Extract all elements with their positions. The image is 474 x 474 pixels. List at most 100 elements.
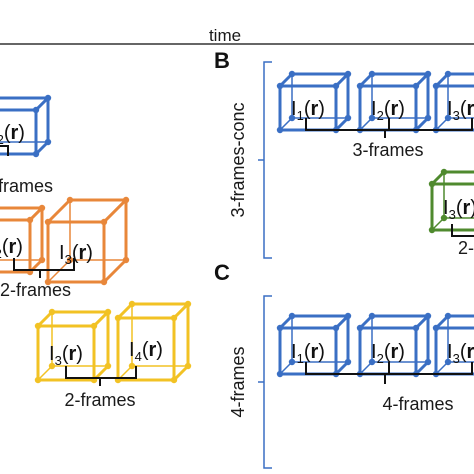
panel-c-cube-1: I1(r) [276, 312, 352, 378]
panel-b-row2-bracket [451, 224, 474, 237]
frame-label: I3(r) [447, 98, 474, 123]
cube-vertex [332, 82, 340, 90]
cube-vertex [44, 94, 52, 102]
cube-vertex [424, 70, 432, 78]
cube-vertex [276, 324, 284, 332]
cube-vertex [104, 308, 112, 316]
frame-label: I1(r) [291, 98, 325, 123]
panel-c-side-bracket [263, 295, 272, 469]
cube-vertex [444, 312, 452, 320]
cube-vertex [424, 358, 432, 366]
cube-vertex [122, 196, 130, 204]
cube-vertex [34, 322, 42, 330]
cube-vertex [38, 204, 46, 212]
panel-b-cube-3: I3(r) [432, 70, 474, 134]
cube-vertex [48, 308, 56, 316]
frame-label: I2(r) [371, 98, 405, 123]
panel-b-cube-2: I2(r) [356, 70, 432, 134]
cube-vertex [170, 376, 178, 384]
cube-vertex [288, 358, 296, 366]
cube-vertex [444, 358, 452, 366]
cube-side-face [92, 310, 110, 382]
cube-vertex [412, 82, 420, 90]
cube-vertex [122, 256, 130, 264]
cube-vertex [100, 218, 108, 226]
panel-c-row1-label: 4-frames [382, 394, 453, 414]
left-orange-bracket [13, 258, 75, 271]
cube-vertex [440, 214, 448, 222]
frame-label: I2(r) [0, 122, 25, 147]
cube-vertex [368, 358, 376, 366]
left-orange-label: 2-frames [0, 280, 71, 300]
cube-vertex [184, 300, 192, 308]
cube-vertex [432, 324, 440, 332]
cube-vertex [368, 114, 376, 122]
panel-b-side-bracket [263, 61, 272, 259]
cube-vertex [44, 218, 52, 226]
left-orange-cube-2: I3(r) [44, 196, 130, 286]
cube-side-face [34, 96, 50, 156]
cube-vertex [332, 324, 340, 332]
cube-vertex [66, 256, 74, 264]
cube-vertex [344, 114, 352, 122]
panel-c-cube-2: I2(r) [356, 312, 432, 378]
panel-c-letter: C [214, 260, 230, 285]
time-label: time [209, 26, 241, 45]
cube-vertex [276, 126, 284, 134]
cube-vertex [428, 226, 436, 234]
left-yellow-label: 2-frames [64, 390, 135, 410]
cube-vertex [170, 314, 178, 322]
cube-vertex [424, 312, 432, 320]
cube-vertex [288, 312, 296, 320]
cube-vertex [128, 362, 136, 370]
cube-vertex [428, 180, 436, 188]
panel-b-cube-1: I1(r) [276, 70, 352, 134]
cube-side-face [414, 314, 430, 376]
cube-vertex [356, 324, 364, 332]
cube-vertex [90, 322, 98, 330]
cube-vertex [104, 362, 112, 370]
cube-vertex [276, 82, 284, 90]
frame-label: I3(r) [59, 242, 93, 267]
left-orange-cube-1: I2(r) [0, 204, 46, 276]
cube-vertex [26, 216, 34, 224]
cube-vertex [66, 196, 74, 204]
cube-vertex [412, 324, 420, 332]
cube-vertex [424, 114, 432, 122]
cube-vertex [44, 138, 52, 146]
panel-b-side-label: 3-frames-conc [228, 102, 248, 217]
cube-side-face [172, 302, 190, 382]
cube-vertex [356, 82, 364, 90]
cube-vertex [34, 376, 42, 384]
cube-top-face [434, 72, 474, 88]
cube-top-face [430, 170, 474, 186]
frame-label: I2(r) [0, 236, 23, 261]
cube-vertex [368, 70, 376, 78]
cube-vertex [440, 168, 448, 176]
panel-b-letter: B [214, 48, 230, 73]
cube-vertex [368, 312, 376, 320]
frame-label: I3(r) [447, 341, 474, 366]
cube-vertex [32, 106, 40, 114]
panel-c-side-label: 4-frames [228, 346, 248, 417]
left-blue-label: frames [0, 176, 53, 196]
cube-vertex [344, 312, 352, 320]
panel-b-row1-label: 3-frames [352, 140, 423, 160]
cube-vertex [344, 358, 352, 366]
cube-top-face [434, 314, 474, 330]
cube-vertex [114, 314, 122, 322]
panel-b-green-cube: I3(r) [428, 168, 474, 234]
cube-side-face [334, 72, 350, 132]
cube-hidden-edges [0, 259, 42, 261]
cube-vertex [444, 70, 452, 78]
cube-vertex [44, 278, 52, 286]
cube-vertex [128, 300, 136, 308]
left-yellow-cube-2: I4(r) [114, 300, 192, 384]
cube-vertex [288, 70, 296, 78]
cube-vertex [432, 82, 440, 90]
left-blue-cube: I2(r) [0, 94, 52, 158]
frame-label: I3(r) [443, 197, 474, 222]
frame-label: I4(r) [129, 339, 163, 364]
